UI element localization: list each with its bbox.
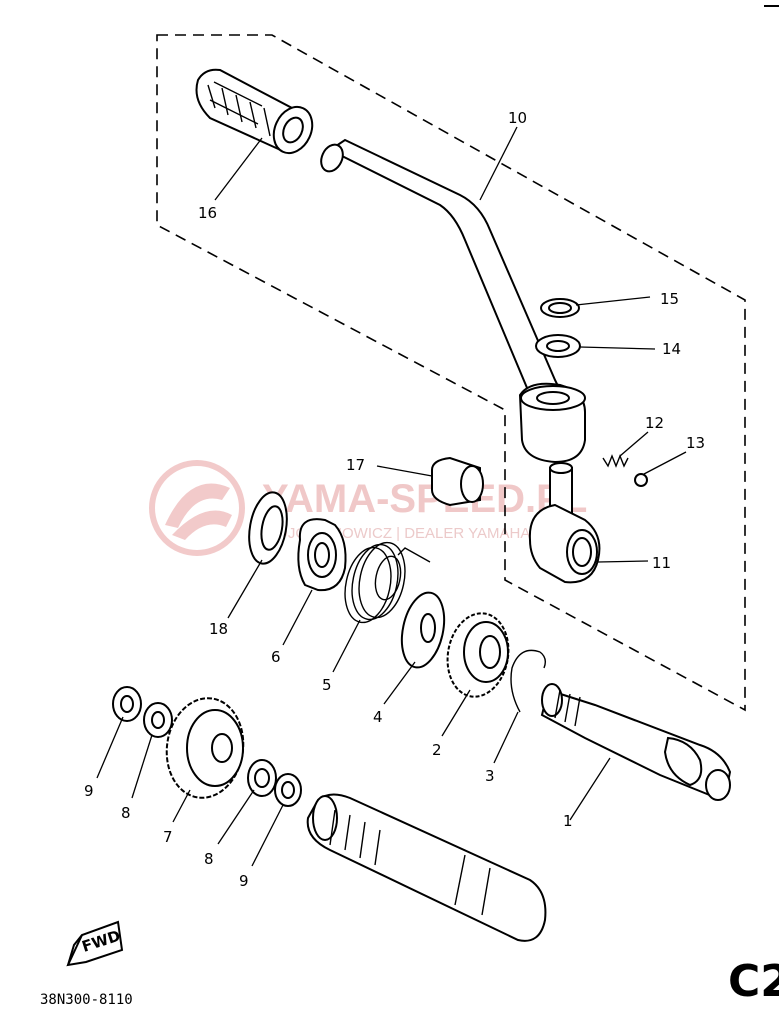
watermark-brand: YAMA-SPEED.PL — [262, 477, 587, 521]
callout-1: 1 — [563, 812, 573, 830]
torsion-spring-5 — [344, 541, 431, 624]
kick-axle-shaft-1 — [540, 683, 732, 801]
callout-8b: 8 — [204, 850, 214, 868]
callout-9a: 9 — [84, 782, 94, 800]
callout-7: 7 — [163, 828, 173, 846]
yamaha-logo-watermark — [149, 460, 245, 556]
callout-8a: 8 — [121, 804, 131, 822]
bushing-17 — [431, 456, 484, 507]
forward-arrow-icon — [66, 920, 124, 967]
ratchet-gear-2 — [446, 612, 510, 698]
callout-2: 2 — [432, 741, 442, 759]
callout-12: 12 — [645, 414, 664, 432]
kick-grip — [195, 68, 314, 155]
callout-13: 13 — [686, 434, 705, 452]
spring-12 — [602, 454, 629, 468]
lower-shaft — [306, 793, 547, 942]
callout-5: 5 — [322, 676, 332, 694]
callout-14: 14 — [662, 340, 681, 358]
circlip-15 — [540, 298, 580, 318]
washer-14 — [535, 334, 581, 358]
callout-17: 17 — [346, 456, 365, 474]
washer-8b — [247, 759, 277, 797]
oil-seal-18 — [248, 491, 288, 565]
callout-9b: 9 — [239, 872, 249, 890]
callout-3: 3 — [485, 767, 495, 785]
callout-6: 6 — [271, 648, 281, 666]
callout-4: 4 — [373, 708, 383, 726]
idle-gear-7 — [165, 697, 245, 799]
circlip-9a — [112, 686, 142, 722]
ball-13 — [634, 473, 648, 487]
clip-3 — [510, 649, 547, 713]
callout-11: 11 — [652, 554, 671, 572]
spring-guide-6 — [297, 518, 347, 592]
callout-18: 18 — [209, 620, 228, 638]
callout-10: 10 — [508, 109, 527, 127]
leader-lines — [96, 126, 687, 867]
drawing-code: 38N300-8110 — [40, 992, 133, 1008]
washer-4 — [400, 591, 446, 669]
page-letter: C2 — [728, 956, 779, 1007]
callout-16: 16 — [198, 204, 217, 222]
circlip-9b — [274, 773, 302, 807]
kick-lever — [320, 138, 586, 464]
washer-8a — [143, 702, 173, 738]
kick-axle-boss — [528, 462, 601, 584]
kick-lever-group-boundary — [156, 34, 746, 712]
callout-15: 15 — [660, 290, 679, 308]
